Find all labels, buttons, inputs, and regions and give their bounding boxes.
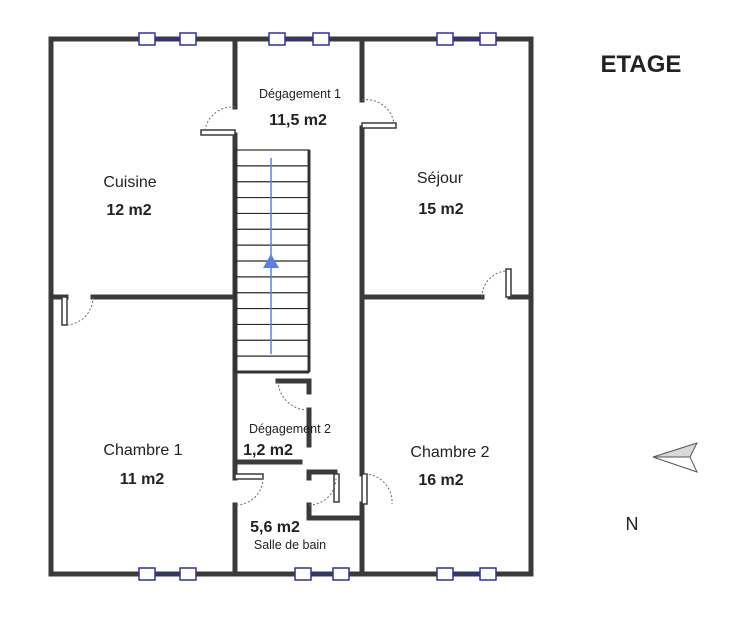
room-name-cuisine: Cuisine (103, 174, 156, 191)
staircase (234, 149, 310, 373)
room-name-chambre1: Chambre 1 (103, 442, 182, 459)
room-name-sdb: Salle de bain (254, 538, 326, 552)
north-arrow-icon (652, 442, 698, 473)
door-degagement2 (277, 380, 310, 411)
window-bottom-center (294, 567, 350, 581)
plan-title: ETAGE (601, 51, 682, 78)
window-top-left (138, 32, 197, 46)
room-name-chambre2: Chambre 2 (410, 444, 489, 461)
door-cuisine (200, 106, 236, 136)
window-top-center (268, 32, 330, 46)
door-chambre1 (61, 296, 94, 326)
doors (61, 99, 512, 506)
stair-arrow-icon (263, 254, 279, 268)
room-area-chambre2: 16 m2 (418, 472, 463, 489)
room-name-degagement2: Dégagement 2 (249, 422, 331, 436)
north-label: N (626, 514, 639, 534)
room-area-sdb: 5,6 m2 (250, 519, 300, 536)
window-bottom-left (138, 567, 197, 581)
window-bottom-right (436, 567, 497, 581)
room-name-sejour: Séjour (417, 170, 464, 187)
room-area-degagement1: 11,5 m2 (269, 112, 327, 129)
window-top-right (436, 32, 497, 46)
room-area-sejour: 15 m2 (418, 201, 463, 218)
room-labels: Dégagement 1 11,5 m2 Cuisine 12 m2 Séjou… (103, 87, 489, 552)
door-sdb (308, 473, 340, 506)
door-sejour (361, 99, 397, 129)
windows (138, 32, 497, 581)
door-chambre2-sejour (481, 268, 512, 298)
room-area-cuisine: 12 m2 (106, 202, 151, 219)
stair-steps (235, 165, 309, 357)
door-chambre1-lower (234, 473, 264, 506)
room-area-degagement2: 1,2 m2 (243, 442, 293, 459)
door-chambre2 (361, 473, 393, 505)
room-name-degagement1: Dégagement 1 (259, 87, 341, 101)
room-area-chambre1: 11 m2 (120, 471, 165, 488)
